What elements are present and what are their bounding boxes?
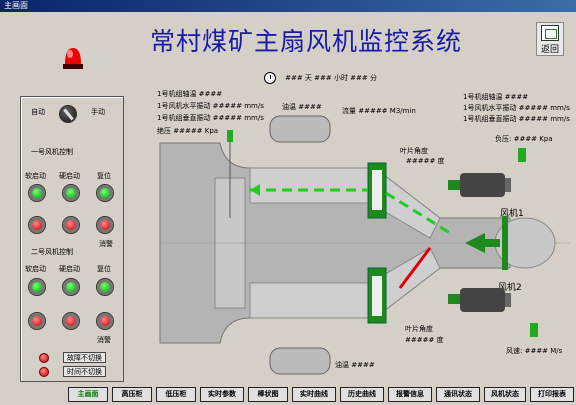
reset-2-button[interactable] bbox=[97, 279, 113, 295]
oil-temp-top: 油温 #### bbox=[282, 103, 322, 111]
fan1-control-label: 一号风机控制 bbox=[31, 148, 73, 156]
stop-2a-button[interactable] bbox=[29, 313, 45, 329]
flow-arrow-diag bbox=[385, 191, 451, 235]
silence-1-button[interactable] bbox=[97, 217, 113, 233]
sensor-top bbox=[227, 130, 233, 142]
left-info-2: 1号机组垂直振动 ##### mm/s bbox=[157, 114, 264, 122]
fan1-label: 风机1 bbox=[500, 209, 524, 219]
stop-2b-button[interactable] bbox=[63, 313, 79, 329]
soft-start-1-label: 软启动 bbox=[25, 172, 46, 180]
control-panel: 自动 手动 一号风机控制 软启动 硬启动 复位 消警 二号风机控制 软启动 硬启… bbox=[20, 96, 124, 382]
window-title-bar: 主画面 bbox=[0, 0, 576, 12]
manual-label: 手动 bbox=[91, 108, 105, 116]
fan2-label: 风机2 bbox=[498, 283, 522, 293]
sensor-bottom-right bbox=[530, 323, 538, 337]
right-info-2: 1号机组垂直振动 ##### mm/s bbox=[463, 115, 570, 123]
closed-path-indicator bbox=[398, 247, 432, 289]
blade-angle-2-value: ##### 度 bbox=[405, 336, 444, 344]
hard-start-1-label: 硬启动 bbox=[59, 172, 80, 180]
nav-main[interactable]: 主画面 bbox=[68, 387, 108, 402]
nav-history-curve[interactable]: 历史曲线 bbox=[340, 387, 384, 402]
run-time-display: ### 天 ### 小时 ### 分 bbox=[264, 67, 377, 86]
right-info-1: 1号风机水平振动 ##### mm/s bbox=[463, 104, 570, 112]
fault-no-switch-button[interactable]: 故障不切换 bbox=[63, 352, 106, 363]
nav-hv-cabinet[interactable]: 高压柜 bbox=[112, 387, 152, 402]
motor-1 bbox=[448, 173, 511, 197]
blade-angle-1-label: 叶片角度 bbox=[400, 147, 428, 155]
flow-reading: 流量 ##### M3/min bbox=[342, 107, 416, 115]
nav-alarm-info[interactable]: 报警信息 bbox=[388, 387, 432, 402]
oil-temp-bottom: 油温 #### bbox=[335, 361, 375, 369]
silence-2-label: 消警 bbox=[97, 336, 111, 344]
fault-switch-indicator bbox=[39, 353, 49, 363]
fan-duct-diagram bbox=[159, 115, 570, 375]
nav-realtime-curve[interactable]: 实时曲线 bbox=[292, 387, 336, 402]
hard-start-1-button[interactable] bbox=[63, 185, 79, 201]
left-info-1: 1号风机水平振动 ##### mm/s bbox=[157, 102, 264, 110]
back-label: 返回 bbox=[540, 45, 559, 55]
inlet-arrow bbox=[465, 233, 500, 253]
flow-arrow-head bbox=[250, 184, 260, 196]
reset-1-button[interactable] bbox=[97, 185, 113, 201]
nav-comm-status[interactable]: 通讯状态 bbox=[436, 387, 480, 402]
mode-switch[interactable] bbox=[59, 105, 77, 123]
nav-bar-chart[interactable]: 棒状图 bbox=[248, 387, 288, 402]
stop-1b-button[interactable] bbox=[63, 217, 79, 233]
nav-fan-status[interactable]: 风机状态 bbox=[484, 387, 526, 402]
nav-realtime-params[interactable]: 实时参数 bbox=[200, 387, 244, 402]
nav-print-report[interactable]: 打印报表 bbox=[530, 387, 574, 402]
hard-start-2-label: 硬启动 bbox=[59, 265, 80, 273]
right-pressure: 负压: #### Kpa bbox=[495, 135, 553, 143]
alarm-lamp-icon bbox=[63, 48, 83, 69]
fan2-control-label: 二号风机控制 bbox=[31, 248, 73, 256]
auto-label: 自动 bbox=[31, 108, 45, 116]
page-title: 常村煤矿主扇风机监控系统 bbox=[150, 27, 463, 56]
stop-1a-button[interactable] bbox=[29, 217, 45, 233]
soft-start-2-label: 软启动 bbox=[25, 265, 46, 273]
silence-1-label: 消警 bbox=[99, 240, 113, 248]
tank-top bbox=[269, 115, 331, 143]
soft-start-1-button[interactable] bbox=[29, 185, 45, 201]
clock-icon bbox=[264, 71, 276, 84]
reset-2-label: 复位 bbox=[97, 265, 111, 273]
return-icon bbox=[541, 25, 559, 41]
silence-2-button[interactable] bbox=[97, 313, 113, 329]
time-no-switch-button[interactable]: 时间不切换 bbox=[63, 366, 106, 377]
inlet-gate bbox=[502, 216, 508, 270]
left-info-0: 1号机组轴温 #### bbox=[157, 90, 223, 98]
back-button[interactable]: 返回 bbox=[536, 22, 564, 56]
sensor-right bbox=[518, 148, 526, 162]
right-info-0: 1号机组轴温 #### bbox=[463, 93, 529, 101]
nav-lv-cabinet[interactable]: 低压柜 bbox=[156, 387, 196, 402]
reset-1-label: 复位 bbox=[97, 172, 111, 180]
wind-speed: 风速: #### M/s bbox=[506, 347, 563, 355]
motor-2 bbox=[448, 288, 511, 312]
tank-bottom bbox=[269, 347, 331, 375]
pressure-reading: 绝压 ##### Kpa bbox=[157, 127, 219, 135]
soft-start-2-button[interactable] bbox=[29, 279, 45, 295]
hard-start-2-button[interactable] bbox=[63, 279, 79, 295]
blade-angle-2-label: 叶片角度 bbox=[405, 325, 433, 333]
blade-angle-1-value: ##### 度 bbox=[406, 157, 445, 165]
time-switch-indicator bbox=[39, 367, 49, 377]
run-time-text: ### 天 ### 小时 ### 分 bbox=[285, 73, 378, 82]
